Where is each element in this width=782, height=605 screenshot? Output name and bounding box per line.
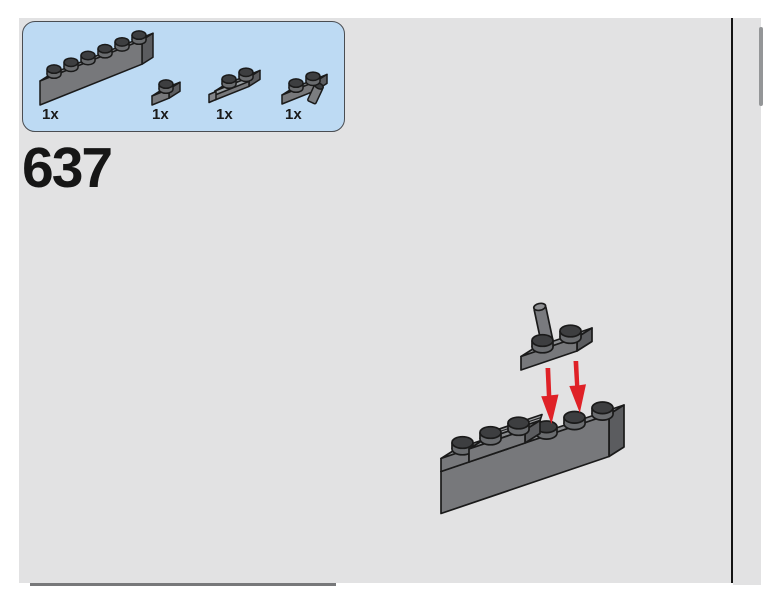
part-plate-1x2-door-rail-icon [208,67,261,104]
parts-illustration [39,30,328,106]
placement-arrow-left [541,368,559,424]
parts-callout: 1x 1x 1x 1x [22,21,345,132]
part-plate-1x1-icon [151,79,181,106]
plate-1x2-door-rail-illustration [468,413,543,463]
instruction-page: 1x 1x 1x 1x 637 [19,18,731,583]
vertical-scrollbar-thumb[interactable] [759,27,763,106]
part-quantity-label: 1x [152,106,169,123]
page-edge-divider [731,18,733,583]
part-quantity-label: 1x [216,106,233,123]
assembly-diagram [440,302,625,515]
part-brick-1x6-icon [39,30,154,106]
floating-plate-1x2-bar-illustration [520,324,593,371]
part-quantity-label: 1x [42,106,59,123]
step-number: 637 [22,136,113,200]
part-quantity-label: 1x [285,106,302,123]
placement-arrow-right [569,361,586,413]
part-plate-1x2-bar-icon [281,71,328,105]
next-page-edge [733,18,761,585]
horizontal-scrollbar-thumb[interactable] [30,583,336,586]
